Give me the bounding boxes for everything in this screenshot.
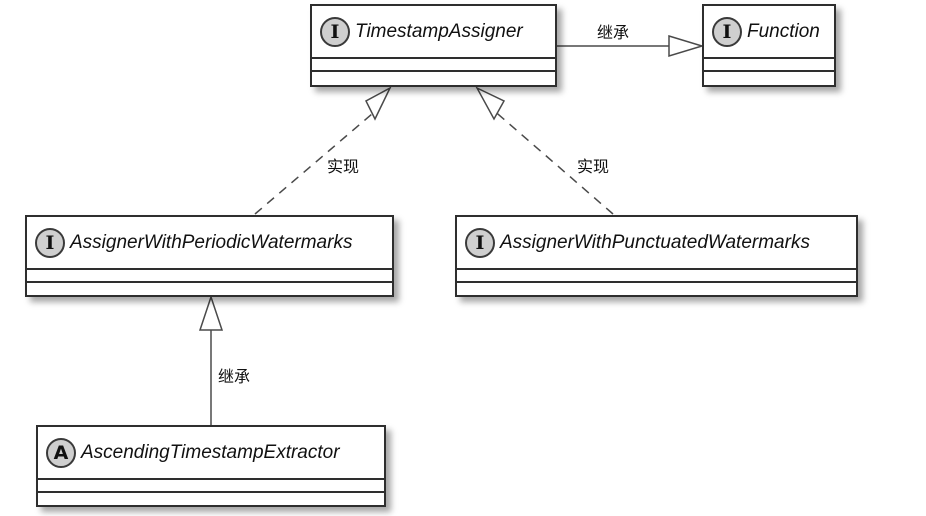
class-assigner-with-punctuated-watermarks[interactable]: I AssignerWithPunctuatedWatermarks xyxy=(455,215,858,297)
fields-section xyxy=(312,59,555,72)
methods-section xyxy=(457,283,856,294)
interface-icon: I xyxy=(35,227,65,258)
interface-icon: I xyxy=(320,16,350,47)
interface-icon: I xyxy=(712,16,742,47)
class-header: I AssignerWithPeriodicWatermarks xyxy=(27,217,392,270)
class-name: TimestampAssigner xyxy=(355,20,523,42)
class-header: A AscendingTimestampExtractor xyxy=(38,427,384,480)
class-header: I TimestampAssigner xyxy=(312,6,555,59)
class-header: I Function xyxy=(704,6,834,59)
realization-arrowhead-punctuated xyxy=(475,86,506,121)
realization-line-punctuated xyxy=(490,107,614,215)
realization-line-periodic xyxy=(254,107,380,215)
class-header: I AssignerWithPunctuatedWatermarks xyxy=(457,217,856,270)
relation-label-inherit-function: 继承 xyxy=(597,23,630,42)
methods-section xyxy=(38,493,384,504)
fields-section xyxy=(704,59,834,72)
class-timestamp-assigner[interactable]: I TimestampAssigner xyxy=(310,4,557,87)
class-name: AssignerWithPeriodicWatermarks xyxy=(70,231,353,253)
relation-label-realize-periodic: 实现 xyxy=(327,157,360,176)
methods-section xyxy=(704,72,834,83)
methods-section xyxy=(27,283,392,294)
class-function[interactable]: I Function xyxy=(702,4,836,87)
class-name: Function xyxy=(747,20,820,42)
fields-section xyxy=(38,480,384,493)
abstract-class-icon: A xyxy=(46,437,76,468)
inheritance-arrowhead-periodic xyxy=(198,294,224,331)
realization-arrowhead-periodic xyxy=(365,86,392,121)
class-name: AscendingTimestampExtractor xyxy=(81,441,340,463)
class-name: AssignerWithPunctuatedWatermarks xyxy=(500,231,810,253)
class-assigner-with-periodic-watermarks[interactable]: I AssignerWithPeriodicWatermarks xyxy=(25,215,394,297)
relation-label-realize-punctuated: 实现 xyxy=(577,157,610,176)
methods-section xyxy=(312,72,555,83)
fields-section xyxy=(457,270,856,283)
interface-icon: I xyxy=(465,227,495,258)
class-ascending-timestamp-extractor[interactable]: A AscendingTimestampExtractor xyxy=(36,425,386,507)
fields-section xyxy=(27,270,392,283)
inheritance-arrowhead-function xyxy=(668,34,705,58)
relation-label-inherit-periodic: 继承 xyxy=(218,367,251,386)
